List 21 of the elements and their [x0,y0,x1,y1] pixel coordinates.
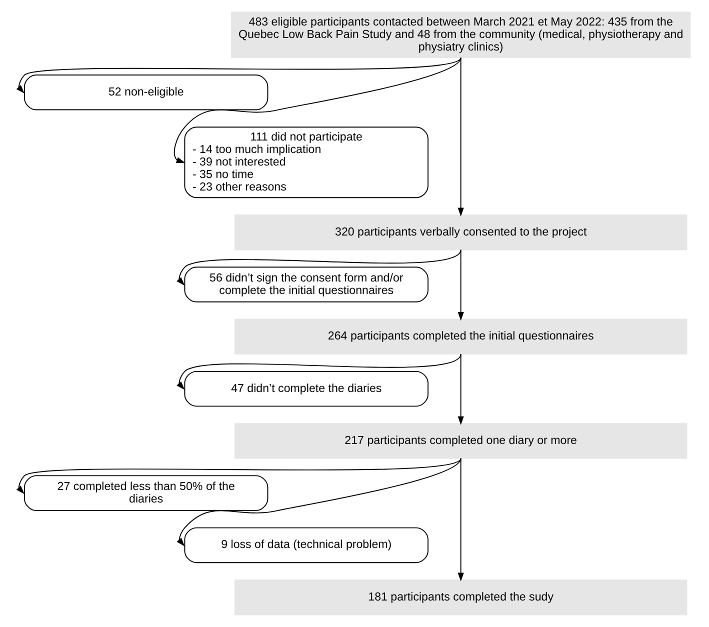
arrow [174,57,462,163]
node-box: 111 did not participate - 14 too much implication - 39 not interested - 35 no time - 23 other reasons [184,126,428,198]
arrow [458,354,464,426]
node-box: 483 eligible participants contacted between March 2021 et May 2022: 435 from the Quebec Low Back Pain Study and 48 from the community (medical, physiotherapy and physiatry clinics) [231,12,691,58]
arrow [176,458,462,546]
node-box: 47 didn’t complete the diaries [184,370,428,407]
node-box: 27 completed less than 50% of the diaries [24,475,268,511]
node-box: 181 participants completed the sudy [234,579,688,616]
node-box: 264 participants completed the initial questionnaires [234,318,688,355]
node-box: 9 loss of data (technical problem) [184,527,428,564]
arrow [176,354,462,390]
arrow [176,249,462,286]
node-box: 52 non-eligible [24,74,268,110]
arrow [458,57,464,216]
arrow [458,458,464,582]
node-box: 56 didn’t sign the consent form and/or complete the initial questionnaires [184,266,428,302]
node-box: 217 participants completed one diary or more [234,423,688,459]
arrow [16,57,462,94]
node-box: 320 participants verbally consented to the project [234,214,688,250]
arrow [16,458,462,494]
arrow [458,249,464,321]
